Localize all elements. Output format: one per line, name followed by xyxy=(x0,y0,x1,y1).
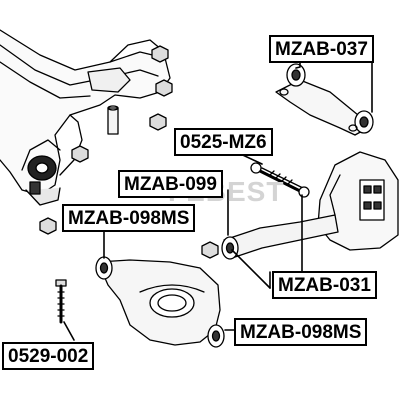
rear-knuckle xyxy=(317,151,399,251)
part-label-bolt: 0529-002 xyxy=(2,342,95,370)
lateral-link xyxy=(221,214,339,260)
mount-nuts xyxy=(39,45,219,259)
lower-control-arm xyxy=(95,256,225,348)
part-label-upper-arm: MZAB-037 xyxy=(269,35,374,63)
toe-link xyxy=(250,162,310,198)
upper-control-arm xyxy=(275,63,374,136)
part-label-lower-arm-bushing-left: MZAB-098MS xyxy=(62,204,196,232)
rear-subframe xyxy=(0,29,171,206)
part-label-link-bushing: MZAB-099 xyxy=(118,170,223,198)
part-label-lateral-arm-bushing: MZAB-031 xyxy=(272,271,377,299)
bolt-part xyxy=(55,279,67,324)
part-label-toe-link: 0525-MZ6 xyxy=(174,128,273,156)
part-label-lower-arm-bushing-right: MZAB-098MS xyxy=(234,318,368,346)
